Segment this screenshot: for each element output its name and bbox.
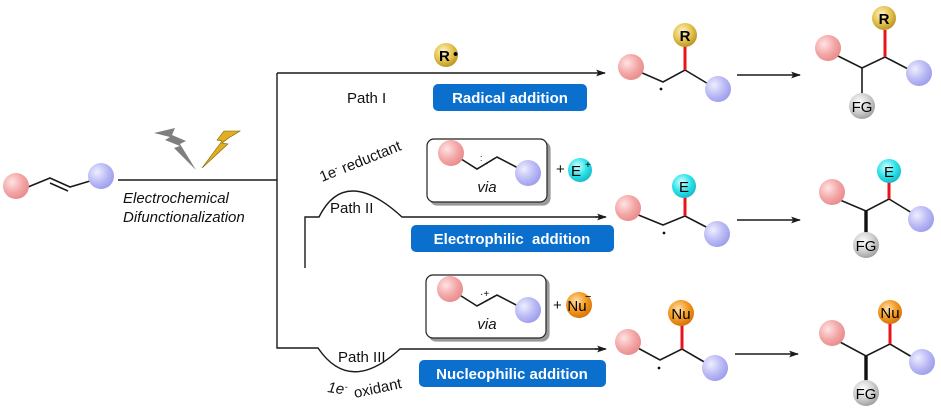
radical-dot: • [453,46,458,63]
via-red-ball [437,276,463,302]
blue-ball [704,221,730,247]
path-2-product: E FG [819,159,934,258]
path-2-arrow-line [304,190,605,268]
r-group-ball [872,6,896,30]
center-dot [662,231,666,235]
gold-bolt-icon [201,130,242,169]
blue-ball [906,60,932,86]
red-ball [618,54,644,80]
plus-sign: + [553,297,562,314]
e-group-ball [877,159,901,183]
r-group-ball [673,23,697,47]
reductant-text: 1e- reductant [317,137,404,185]
radical-reagent-label: R [439,48,450,65]
electrophilic-addition-badge [411,225,614,252]
nu-group-ball [668,300,694,326]
nucleophilic-addition-badge-text: Nucleophilic addition [436,366,588,383]
red-ball [819,320,845,346]
path-3: Path III 1e- oxidant ·+ via + Nu − Nucle… [276,268,935,406]
product-chain [835,54,911,71]
cation-charge-marks: ·+ [480,289,489,300]
oxidant-text: oxidant [352,375,404,402]
radical-addition-badge-text: Radical addition [452,90,568,107]
via-blue-ball [515,160,541,186]
delocalized-bond [485,157,496,165]
nucleophile-label: Nu [567,298,586,315]
path-3-arrow-line [276,268,605,373]
fg-ball [853,380,879,406]
intermediate-chain [635,213,711,230]
anion-charge-marks: : [480,153,483,163]
path-3-intermediate: Nu [615,300,728,381]
fg-ball [849,93,875,119]
double-bond-line [49,182,69,192]
center-dot [657,366,661,370]
starting-alkene [3,163,114,199]
blue-substituent-ball [88,163,114,189]
path-1: R • Path I Radical addition R R FG [277,6,932,119]
red-ball [615,329,641,355]
electrophile-ball [568,158,592,182]
oxidant-condition: 1e- oxidant [326,375,404,402]
product-chain [839,198,913,214]
path-2-label: Path II [330,200,373,217]
red-ball [815,35,841,61]
path-1-product: R FG [815,6,932,119]
path-3-label: Path III [338,349,386,366]
radical-center-dot [659,87,663,91]
electrophile-charge: + [585,160,591,171]
path-1-label: Path I [347,90,386,107]
path-3-product: Nu FG [819,300,935,406]
red-ball [819,179,845,205]
red-substituent-ball [3,173,29,199]
fg-ball [853,232,879,258]
blue-ball [705,76,731,102]
e-group-label: E [884,164,894,181]
electrophilic-addition-badge-text: Electrophilic addition [434,231,591,248]
r-group-label: R [879,11,890,28]
nu-group-ball [878,300,902,324]
intermediate-chain [635,346,707,364]
plus-sign: + [556,161,565,178]
red-ball [615,195,641,221]
caption-line-1: Electrochemical [123,190,230,207]
path-2-intermediate: E [615,174,730,247]
oxidant-1e: 1e- [326,379,348,399]
nu-group-label: Nu [671,306,690,323]
e-group-label: E [679,179,689,196]
nu-group-label: Nu [880,305,899,322]
e-group-ball [672,174,696,198]
fg-label: FG [856,238,877,255]
nucleophilic-addition-badge [419,360,606,387]
path-1-radical-intermediate: R [618,23,731,102]
nucleophile-charge: − [585,291,591,303]
electricity-bolts-icon [154,128,242,170]
delocalized-bond [485,295,496,302]
reductant-condition: 1e- reductant [317,137,404,185]
blue-ball [908,206,934,232]
gray-bolt-icon [154,128,196,170]
via-red-ball [438,140,464,166]
via-label: via [477,179,496,196]
nucleophile-ball [566,292,592,318]
path-2: 1e- reductant Path II : via + E + Electr… [304,137,934,268]
via-label: via [477,316,496,333]
fg-label: FG [856,386,877,403]
via-blue-ball [515,297,541,323]
electrophile-label: E [571,163,581,180]
blue-ball [909,349,935,375]
caption-line-2: Difunctionalization [123,209,245,226]
blue-ball [702,355,728,381]
fg-label: FG [852,99,873,116]
radical-addition-badge [433,84,587,111]
alkene-chain [27,177,101,188]
product-chain [839,341,913,358]
intermediate-chain [639,69,711,86]
radical-reagent-ball [434,43,458,67]
r-group-label: R [680,28,691,45]
